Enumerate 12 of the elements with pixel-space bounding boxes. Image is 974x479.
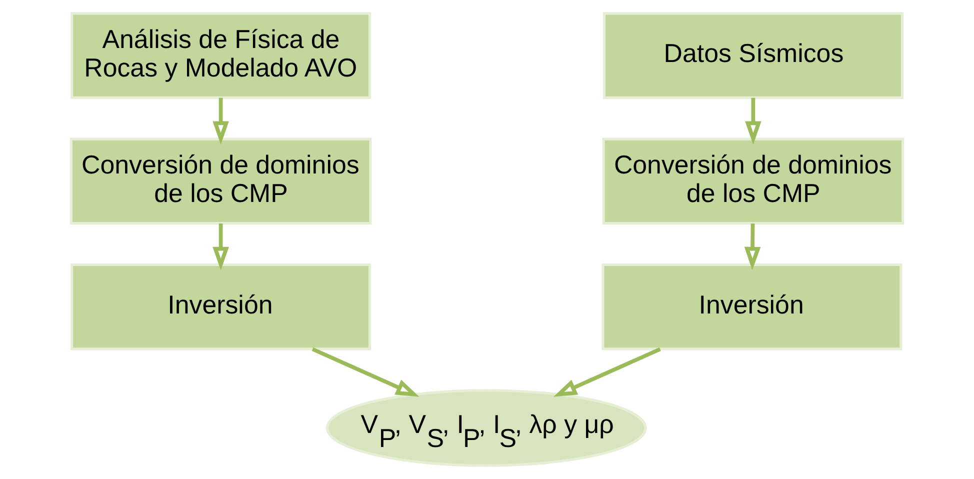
arrow [312,347,420,397]
arrow [212,98,229,145]
arrow [212,223,229,270]
arrow [553,347,661,397]
node-box: Inversión [70,263,372,350]
node-box: Conversión de dominios de los CMP [70,138,372,225]
node-box: Análisis de Física de Rocas y Modelado AVO [70,12,372,99]
arrow [745,98,762,145]
arrow [744,223,761,270]
node-box: Inversión [602,263,902,350]
node-box: Conversión de dominios de los CMP [602,138,904,225]
node-box: Datos Sísmicos [602,12,904,99]
